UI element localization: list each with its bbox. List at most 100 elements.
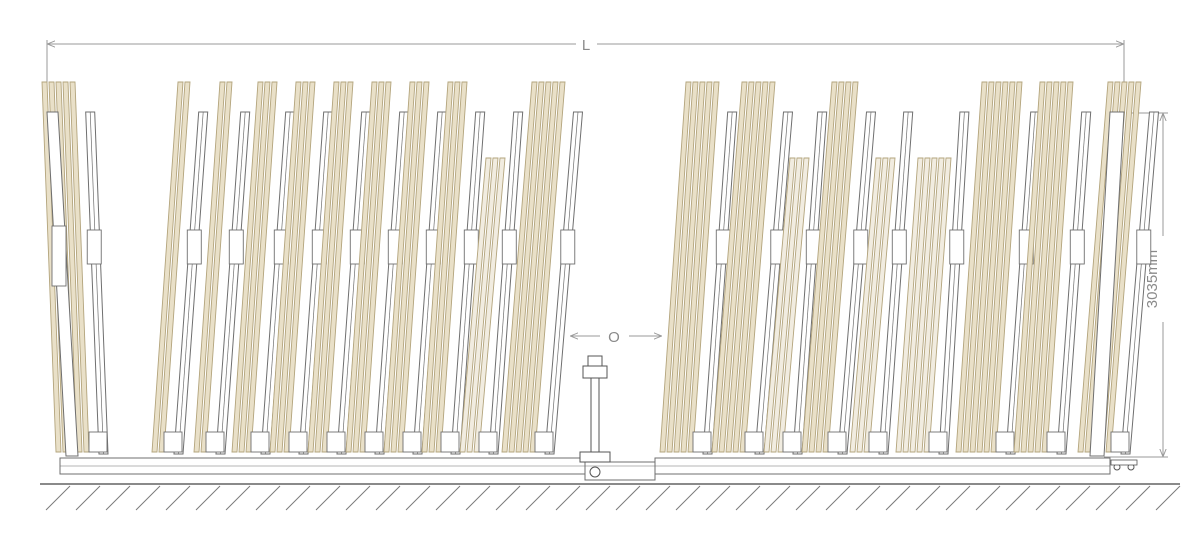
rack-frame	[711, 81, 794, 471]
rack-sheet	[238, 81, 271, 453]
rack-sheet	[976, 81, 1009, 453]
rack-frame	[955, 81, 1041, 471]
rack-sheet	[1105, 81, 1142, 453]
rack-sheet	[390, 81, 423, 453]
ground-hatch-line	[765, 485, 791, 511]
rack-sheet	[522, 81, 559, 453]
ground-hatch-line	[315, 485, 341, 511]
rack-sheet	[269, 81, 302, 453]
rack-sheet	[763, 157, 796, 453]
ground-hatch-line	[165, 485, 191, 511]
rack-post-line	[883, 111, 909, 455]
rack-sheet	[321, 81, 354, 453]
ground-hatch-line	[705, 485, 731, 511]
rack-bracket	[228, 229, 244, 265]
base-rail	[59, 457, 1111, 481]
rack-foot	[440, 431, 460, 453]
rack-sheet	[466, 157, 499, 453]
ground-hatch-line	[75, 485, 101, 511]
ground-hatch-line	[1065, 485, 1091, 511]
rack-sheet	[815, 81, 852, 453]
rack-sheet	[352, 81, 385, 453]
rack-foot	[402, 431, 422, 453]
rack-foot	[1110, 431, 1130, 453]
rack-foot	[827, 431, 847, 453]
rack-sheet	[725, 81, 762, 453]
rack-sheet	[718, 81, 755, 453]
ground-hatch-line	[825, 485, 851, 511]
ground-hatch-line	[405, 485, 431, 511]
rack-sheet	[895, 157, 924, 453]
rack-sheet	[673, 81, 706, 453]
rack-post-line	[707, 111, 733, 455]
rack-post-line	[842, 111, 872, 455]
rack-sheet	[822, 81, 859, 453]
crank-head	[582, 365, 608, 379]
rack-sheet	[666, 81, 699, 453]
rack-foot	[326, 431, 346, 453]
end-frame-right	[1089, 111, 1125, 457]
rack-sheet	[473, 157, 506, 453]
rack-sheet	[687, 81, 720, 453]
rack-foot	[250, 431, 270, 453]
rack-post-line	[89, 111, 104, 455]
rack-sheet	[1041, 81, 1074, 453]
rack-post-line	[379, 111, 405, 455]
rack-foot	[163, 431, 183, 453]
rack-sheet	[969, 81, 1002, 453]
rack-sheet	[193, 81, 226, 453]
ground-hatch-line	[255, 485, 281, 511]
rack-post-line	[265, 111, 291, 455]
aisle-opening-dimension: O	[571, 329, 661, 346]
rack-sheet	[151, 81, 184, 453]
rack-sheet	[69, 81, 90, 453]
ground-hatch-line	[915, 485, 941, 511]
ground-hatch-line	[465, 485, 491, 511]
ground-hatch-line	[225, 485, 251, 511]
rack-sheet	[62, 81, 83, 453]
rack-foot	[205, 431, 225, 453]
rack-foot	[995, 431, 1015, 453]
overall-length-dimension: L	[46, 37, 1125, 104]
rack-sheet	[1034, 81, 1067, 453]
rack-sheet	[283, 81, 316, 453]
rack-bracket	[949, 229, 965, 265]
rack-post-line	[759, 111, 789, 455]
rack-sheet	[501, 81, 538, 453]
crank-wheel	[589, 466, 601, 478]
rack-sheet	[659, 81, 692, 453]
ground-hatch	[40, 483, 1181, 511]
rack-frame	[763, 111, 828, 471]
rack-sheet	[680, 81, 713, 453]
rack-sheet	[863, 157, 896, 453]
rack-frame	[151, 81, 209, 471]
rack-post-line	[341, 111, 367, 455]
rack-sheet	[307, 81, 340, 453]
rack-sheet	[158, 81, 191, 453]
rack-post-line	[1125, 111, 1155, 455]
rack-sheet	[739, 81, 776, 453]
ground-hatch-line	[495, 485, 521, 511]
crank-shaft	[590, 377, 600, 461]
ground-hatch-line	[1095, 485, 1121, 511]
rack-sheet	[808, 81, 845, 453]
rack-sheet	[909, 157, 938, 453]
rack-foot	[744, 431, 764, 453]
rack-frame	[345, 81, 410, 471]
rack-sheet	[801, 81, 838, 453]
rack-post-line	[943, 111, 965, 455]
rack-bracket	[1069, 229, 1085, 265]
ground-hatch-line	[615, 485, 641, 511]
rack-sheet	[435, 81, 468, 453]
rack-sheet	[245, 81, 278, 453]
overall-length-label: L	[582, 37, 590, 54]
ground-hatch-line	[735, 485, 761, 511]
aisle-opening-label: O	[608, 329, 620, 346]
rack-foot	[364, 431, 384, 453]
rack-bracket	[853, 229, 869, 265]
rack-sheet	[428, 81, 461, 453]
ground-hatch-line	[555, 485, 581, 511]
rack-sheet	[359, 81, 392, 453]
rack-bracket	[86, 229, 102, 265]
